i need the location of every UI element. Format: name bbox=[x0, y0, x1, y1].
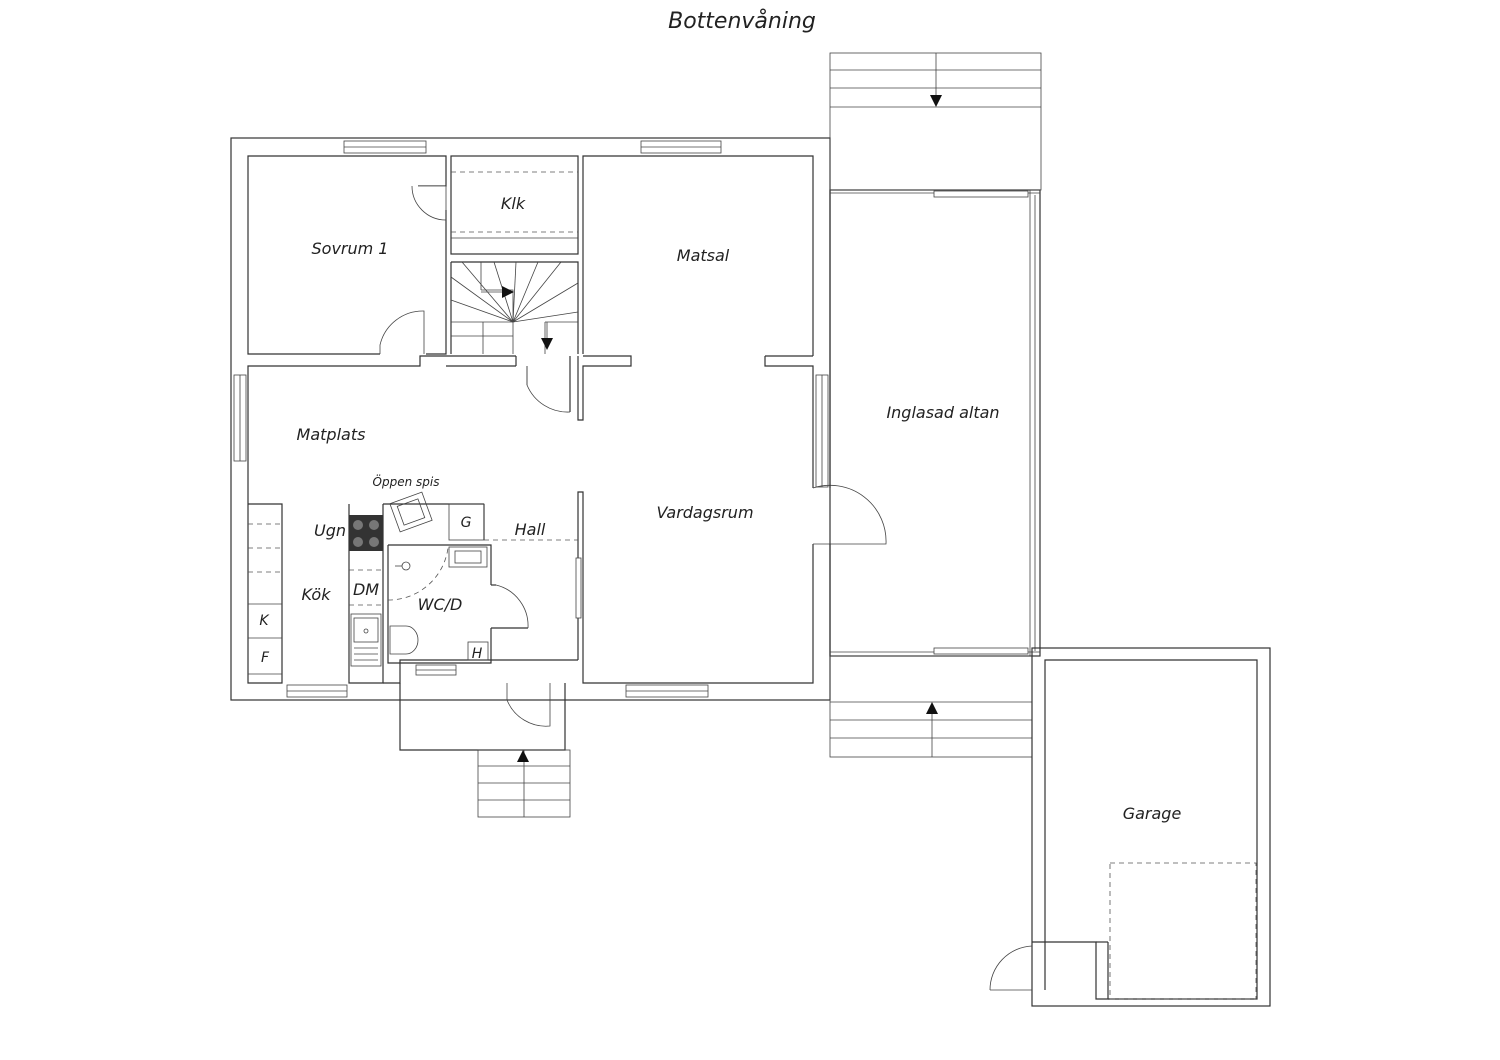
toilet-icon bbox=[389, 625, 419, 655]
room-label-wcd: WC/D bbox=[418, 595, 463, 614]
doors bbox=[379, 185, 887, 727]
staircase bbox=[450, 261, 579, 354]
house-walls bbox=[230, 137, 831, 701]
room-label-matsal: Matsal bbox=[677, 246, 730, 265]
stair-up-arrow-icon bbox=[502, 286, 514, 298]
altan-top-steps bbox=[829, 52, 1042, 191]
room-label-inglasad-altan: Inglasad altan bbox=[886, 403, 999, 422]
room-label-sovrum1: Sovrum 1 bbox=[312, 239, 389, 258]
altan-bottom-arrow-icon bbox=[926, 702, 938, 714]
kitchen-fixtures bbox=[248, 515, 383, 675]
label-h: H bbox=[472, 646, 483, 662]
windows bbox=[233, 140, 829, 698]
altan-bottom-steps bbox=[829, 655, 1033, 758]
entrance-porch bbox=[399, 683, 571, 818]
label-k: K bbox=[259, 613, 270, 629]
room-label-hall: Hall bbox=[515, 520, 546, 539]
kitchen-sink-icon bbox=[350, 613, 382, 667]
label-dm: DM bbox=[353, 580, 379, 599]
washbasin-icon bbox=[448, 546, 488, 568]
stove-icon bbox=[349, 515, 383, 551]
fireplace bbox=[389, 491, 433, 533]
label-f: F bbox=[261, 650, 270, 666]
closet-shelves bbox=[451, 171, 578, 239]
altan-walls bbox=[829, 189, 1041, 657]
altan-top-arrow-icon bbox=[930, 95, 942, 107]
label-oppen-spis: Öppen spis bbox=[373, 473, 440, 489]
garage-walls bbox=[989, 647, 1271, 1007]
room-label-matplats: Matplats bbox=[297, 425, 366, 444]
room-label-garage: Garage bbox=[1123, 804, 1182, 823]
wc-fixtures bbox=[387, 503, 489, 661]
floor-title: Bottenvåning bbox=[668, 8, 816, 34]
room-label-klk: Klk bbox=[501, 194, 526, 213]
room-label-vardagsrum: Vardagsrum bbox=[656, 503, 753, 522]
label-g: G bbox=[461, 515, 472, 531]
stair-down-arrow-icon bbox=[541, 338, 553, 350]
entrance-arrow-icon bbox=[517, 750, 529, 762]
label-ugn: Ugn bbox=[314, 521, 346, 540]
room-label-kok: Kök bbox=[302, 585, 332, 604]
shower-icon bbox=[401, 561, 411, 571]
